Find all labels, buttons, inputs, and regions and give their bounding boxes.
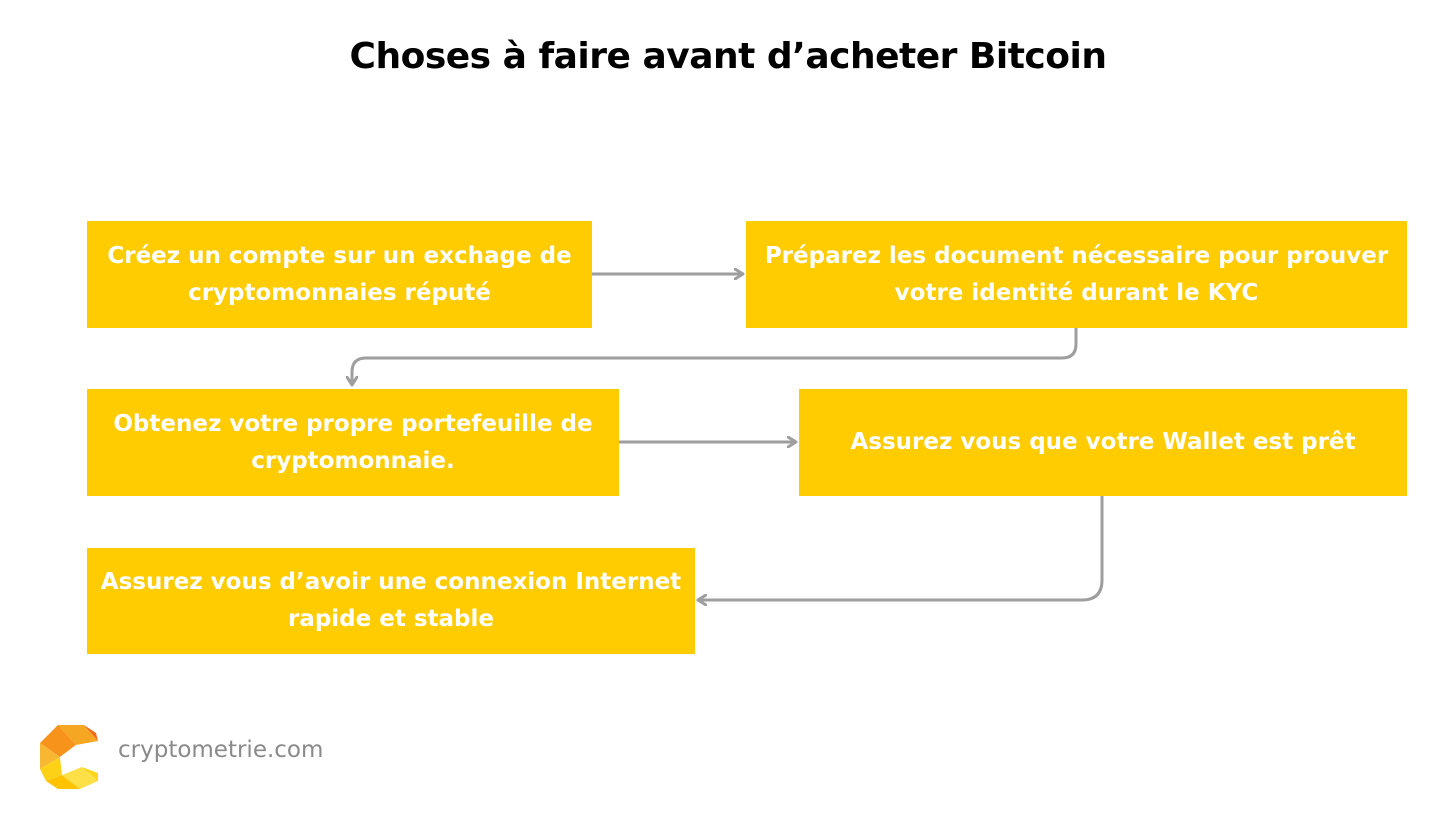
step-create-exchange-account: Créez un compte sur un exchage de crypto…: [87, 221, 592, 328]
step-wallet-ready: Assurez vous que votre Wallet est prêt: [799, 389, 1407, 496]
step-label: Obtenez votre propre portefeuille de cry…: [113, 410, 593, 474]
step-stable-internet: Assurez vous d’avoir une connexion Inter…: [87, 548, 695, 654]
step-label: Assurez vous que votre Wallet est prêt: [850, 429, 1356, 455]
step-label: Assurez vous d’avoir une connexion Inter…: [100, 569, 682, 632]
brand-name: cryptometrie.com: [118, 737, 324, 763]
step-get-wallet: Obtenez votre propre portefeuille de cry…: [87, 389, 619, 496]
step-label: Créez un compte sur un exchage de crypto…: [107, 242, 572, 306]
step-prepare-kyc-documents: Préparez les document nécessaire pour pr…: [746, 221, 1407, 328]
step-label: Préparez les document nécessaire pour pr…: [764, 242, 1389, 306]
page-title: Choses à faire avant d’acheter Bitcoin: [349, 36, 1107, 77]
arrow-step2-to-step3: [352, 328, 1078, 385]
arrow-step4-to-step5: [698, 496, 1104, 600]
cryptometrie-logo-icon: [40, 725, 98, 789]
